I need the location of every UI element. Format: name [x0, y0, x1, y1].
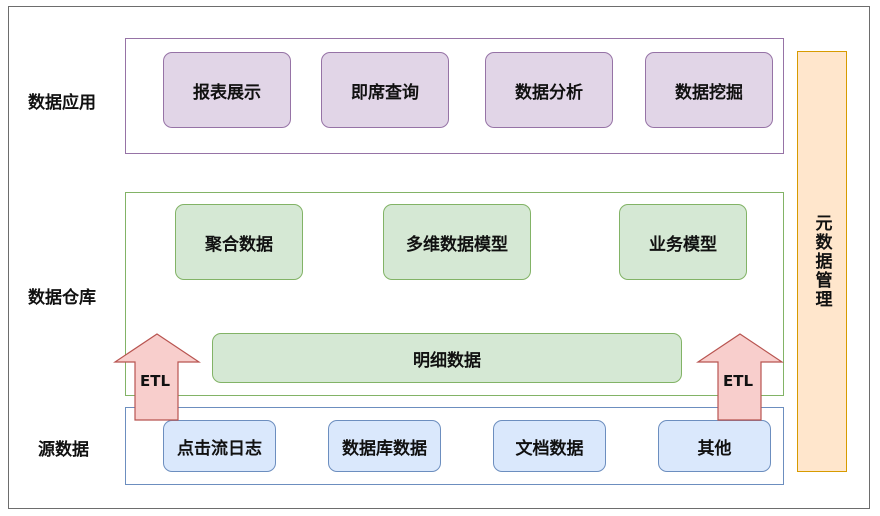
src-item-clickstream-log: 点击流日志: [163, 420, 276, 472]
etl-label-right: ETL: [723, 372, 754, 390]
etl-arrow-right: [696, 333, 784, 421]
layer-label-source: 源数据: [38, 440, 89, 460]
warehouse-layer-box: [125, 192, 784, 396]
app-item-data-mining: 数据挖掘: [645, 52, 773, 128]
metadata-management-label: 元数据管理: [811, 214, 832, 309]
app-item-adhoc-query: 即席查询: [321, 52, 449, 128]
application-layer-box: [125, 38, 784, 154]
wh-item-multidim-model: 多维数据模型: [383, 204, 531, 280]
src-item-document-data: 文档数据: [493, 420, 606, 472]
wh-detail-data: 明细数据: [212, 333, 682, 383]
source-layer-box: [125, 407, 784, 485]
src-item-other: 其他: [658, 420, 771, 472]
layer-label-application: 数据应用: [28, 93, 96, 113]
wh-item-business-model: 业务模型: [619, 204, 747, 280]
app-item-data-analysis: 数据分析: [485, 52, 613, 128]
layer-label-warehouse: 数据仓库: [28, 288, 96, 308]
etl-arrow-left: [113, 333, 201, 421]
src-item-database-data: 数据库数据: [328, 420, 441, 472]
app-item-report: 报表展示: [163, 52, 291, 128]
wh-item-aggregate-data: 聚合数据: [175, 204, 303, 280]
metadata-management-box: 元数据管理: [797, 51, 847, 472]
etl-label-left: ETL: [140, 372, 171, 390]
